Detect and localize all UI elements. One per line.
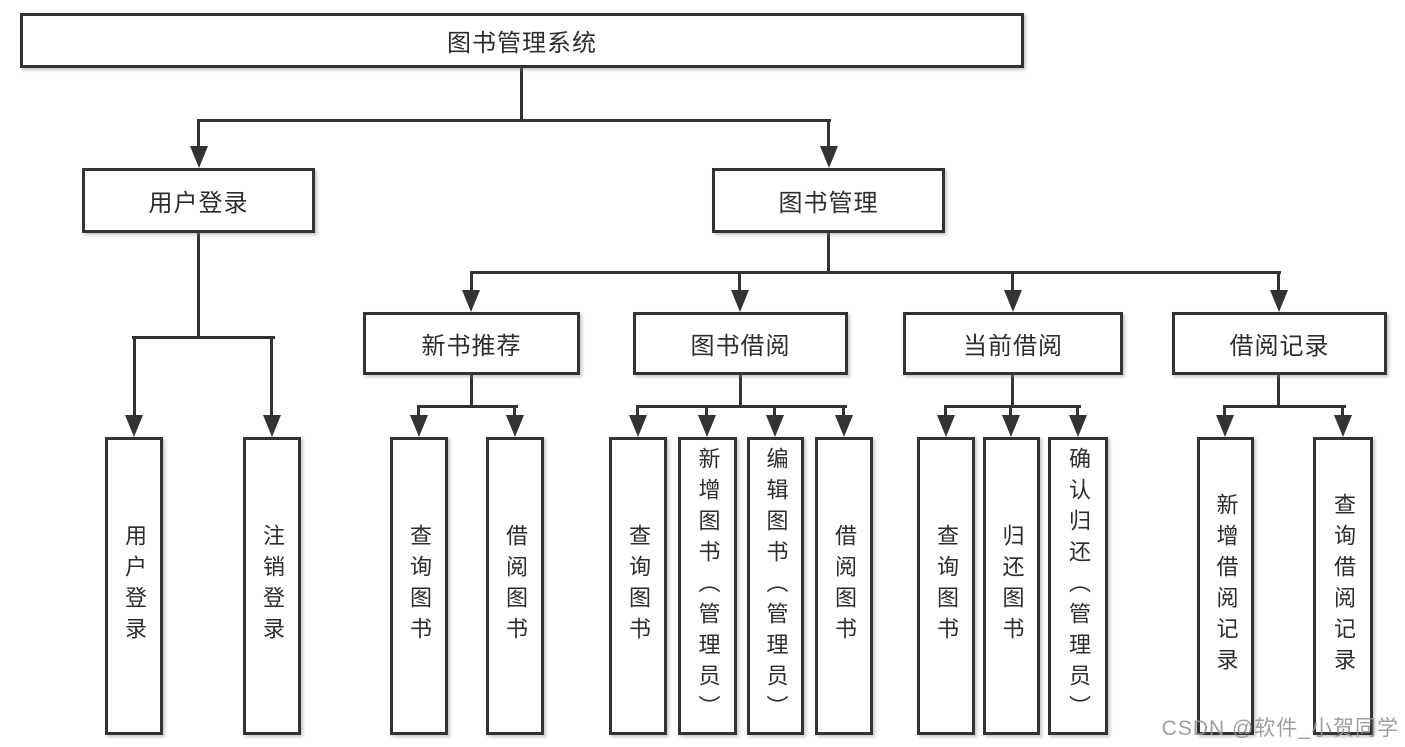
connector-line	[1223, 405, 1346, 408]
arrow-down-icon	[1216, 415, 1234, 437]
node-root: 图书管理系统	[20, 13, 1024, 68]
leaf-borrow-add-books-admin: 新增图书（管理员）	[678, 437, 737, 735]
leaf-current-query-books-label: 查询图书	[934, 524, 959, 648]
node-borrowing-records: 借阅记录	[1172, 312, 1387, 375]
leaf-records-add-borrow-record-label: 新增借阅记录	[1213, 493, 1239, 679]
leaf-borrow-borrow-books: 借阅图书	[815, 437, 873, 735]
leaf-current-query-books: 查询图书	[917, 437, 975, 735]
arrow-down-icon	[263, 415, 281, 437]
connector-line	[1277, 375, 1280, 408]
arrow-down-icon	[506, 415, 524, 437]
connector-line	[197, 119, 831, 122]
connector-line	[197, 119, 200, 148]
connector-line	[705, 405, 708, 417]
leaf-newbook-borrow-books: 借阅图书	[486, 437, 544, 735]
connector-line	[417, 405, 420, 417]
leaf-newbook-query-books: 查询图书	[390, 437, 448, 735]
node-book-management-label: 图书管理	[778, 190, 879, 217]
arrow-down-icon	[766, 415, 784, 437]
connector-line	[739, 375, 742, 408]
leaf-user-login: 用户登录	[105, 437, 163, 735]
connector-line	[636, 405, 639, 417]
connector-line	[1341, 405, 1344, 417]
leaf-borrow-query-books-label: 查询图书	[626, 524, 651, 648]
connector-line	[270, 336, 273, 417]
arrow-down-icon	[835, 415, 853, 437]
node-borrowing-records-label: 借阅记录	[1229, 333, 1330, 360]
leaf-borrow-query-books: 查询图书	[609, 437, 667, 735]
leaf-records-add-borrow-record: 新增借阅记录	[1197, 437, 1254, 735]
arrow-down-icon	[462, 290, 480, 312]
connector-line	[827, 119, 830, 148]
connector-line	[470, 375, 473, 408]
connector-line	[470, 271, 1281, 274]
arrow-down-icon	[937, 415, 955, 437]
connector-line	[944, 405, 947, 417]
leaf-newbook-query-books-label: 查询图书	[407, 524, 432, 648]
connector-line	[417, 405, 518, 408]
watermark: CSDN @软件_小贺同学	[1161, 717, 1399, 740]
leaf-records-query-borrow-record-label: 查询借阅记录	[1331, 493, 1356, 679]
arrow-down-icon	[698, 415, 716, 437]
connector-line	[1277, 271, 1280, 292]
leaf-borrow-add-books-admin-label: 新增图书（管理员）	[695, 446, 721, 726]
connector-line	[513, 405, 516, 417]
arrow-down-icon	[1004, 290, 1022, 312]
leaf-logout-login: 注销登录	[243, 437, 301, 735]
leaf-current-return-books: 归还图书	[983, 437, 1040, 735]
leaf-newbook-borrow-books-label: 借阅图书	[503, 524, 528, 648]
node-book-management: 图书管理	[712, 168, 945, 233]
connector-line	[133, 336, 136, 417]
connector-line	[773, 405, 776, 417]
arrow-down-icon	[190, 146, 208, 168]
leaf-borrow-edit-books-admin: 编辑图书（管理员）	[747, 437, 804, 735]
arrow-down-icon	[1002, 415, 1020, 437]
connector-line	[944, 405, 1081, 408]
arrow-down-icon	[731, 290, 749, 312]
arrow-down-icon	[410, 415, 428, 437]
leaf-current-return-books-label: 归还图书	[999, 524, 1025, 648]
connector-line	[470, 271, 473, 292]
node-user-login: 用户登录	[82, 168, 315, 233]
node-root-label: 图书管理系统	[447, 30, 597, 57]
arrow-down-icon	[1069, 415, 1087, 437]
node-book-borrowing: 图书借阅	[633, 312, 848, 375]
leaf-current-confirm-return-admin: 确认归还（管理员）	[1048, 437, 1108, 735]
connector-line	[1009, 405, 1012, 417]
arrow-down-icon	[1334, 415, 1352, 437]
arrow-down-icon	[629, 415, 647, 437]
arrow-down-icon	[125, 415, 143, 437]
node-user-login-label: 用户登录	[148, 190, 249, 217]
leaf-borrow-edit-books-admin-label: 编辑图书（管理员）	[763, 446, 789, 726]
connector-line	[842, 405, 845, 417]
node-current-borrowing: 当前借阅	[903, 312, 1123, 375]
connector-line	[520, 68, 523, 122]
node-current-borrowing-label: 当前借阅	[963, 333, 1063, 360]
connector-line	[1011, 375, 1014, 408]
connector-line	[1223, 405, 1226, 417]
leaf-records-query-borrow-record: 查询借阅记录	[1313, 437, 1373, 735]
leaf-borrow-borrow-books-label: 借阅图书	[832, 524, 857, 648]
node-new-book-recommendation-label: 新书推荐	[421, 333, 522, 360]
node-book-borrowing-label: 图书借阅	[690, 333, 791, 360]
connector-line	[197, 233, 200, 339]
connector-line	[738, 271, 741, 292]
arrow-down-icon	[820, 146, 838, 168]
connector-line	[132, 336, 275, 339]
leaf-logout-login-label: 注销登录	[260, 524, 285, 648]
connector-line	[827, 233, 830, 274]
arrow-down-icon	[1270, 290, 1288, 312]
connector-line	[1076, 405, 1079, 417]
connector-line	[636, 405, 847, 408]
node-new-book-recommendation: 新书推荐	[363, 312, 580, 375]
leaf-current-confirm-return-admin-label: 确认归还（管理员）	[1066, 446, 1091, 726]
connector-line	[1011, 271, 1014, 292]
leaf-user-login-label: 用户登录	[122, 524, 147, 648]
